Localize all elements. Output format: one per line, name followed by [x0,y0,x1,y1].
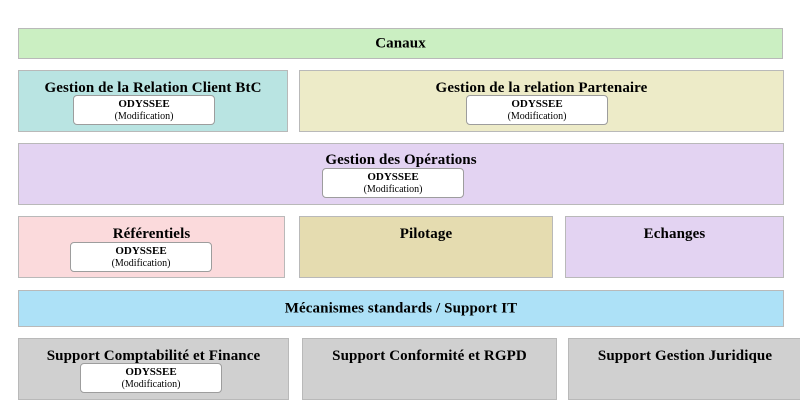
block-support-conformite-et-rgpd[interactable]: Support Conformité et RGPD [302,338,557,400]
block-title-mecanismes-standards-support-it: Mécanismes standards / Support IT [284,300,518,316]
block-title-support-conformite-et-rgpd: Support Conformité et RGPD [332,348,527,364]
odyssee-card-label: ODYSSEE [115,245,167,257]
odyssee-card-sublabel: (Modification) [121,379,181,390]
odyssee-card-label: ODYSSEE [367,171,419,183]
odyssee-card-gestion-relation-partenaire[interactable]: ODYSSEE(Modification) [466,95,608,125]
odyssee-card-referentiels[interactable]: ODYSSEE(Modification) [70,242,212,272]
block-mecanismes-standards-support-it[interactable]: Mécanismes standards / Support IT [18,290,784,327]
odyssee-card-label: ODYSSEE [511,98,563,110]
block-title-referentiels: Référentiels [112,226,191,242]
block-support-comptabilite-et-finance[interactable]: Support Comptabilité et Finance [18,338,289,400]
block-title-pilotage: Pilotage [399,226,453,242]
block-title-support-gestion-juridique: Support Gestion Juridique [597,348,773,364]
odyssee-card-gestion-des-operations[interactable]: ODYSSEE(Modification) [322,168,464,198]
odyssee-card-sublabel: (Modification) [114,111,174,122]
odyssee-card-support-comptabilite-et-finance[interactable]: ODYSSEE(Modification) [80,363,222,393]
block-title-gestion-relation-client-btc: Gestion de la Relation Client BtC [44,80,262,96]
block-echanges[interactable]: Echanges [565,216,784,278]
block-support-gestion-juridique[interactable]: Support Gestion Juridique [568,338,800,400]
block-title-support-comptabilite-et-finance: Support Comptabilité et Finance [46,348,261,364]
block-canaux[interactable]: Canaux [18,28,783,59]
block-title-gestion-relation-partenaire: Gestion de la relation Partenaire [435,80,648,96]
odyssee-card-sublabel: (Modification) [363,184,423,195]
odyssee-card-gestion-relation-client-btc[interactable]: ODYSSEE(Modification) [73,95,215,125]
block-title-gestion-des-operations: Gestion des Opérations [325,152,477,168]
odyssee-card-label: ODYSSEE [118,98,170,110]
odyssee-card-label: ODYSSEE [125,366,177,378]
odyssee-card-sublabel: (Modification) [507,111,567,122]
odyssee-card-sublabel: (Modification) [111,258,171,269]
block-pilotage[interactable]: Pilotage [299,216,553,278]
block-title-canaux: Canaux [375,35,426,51]
block-title-echanges: Echanges [643,226,706,242]
